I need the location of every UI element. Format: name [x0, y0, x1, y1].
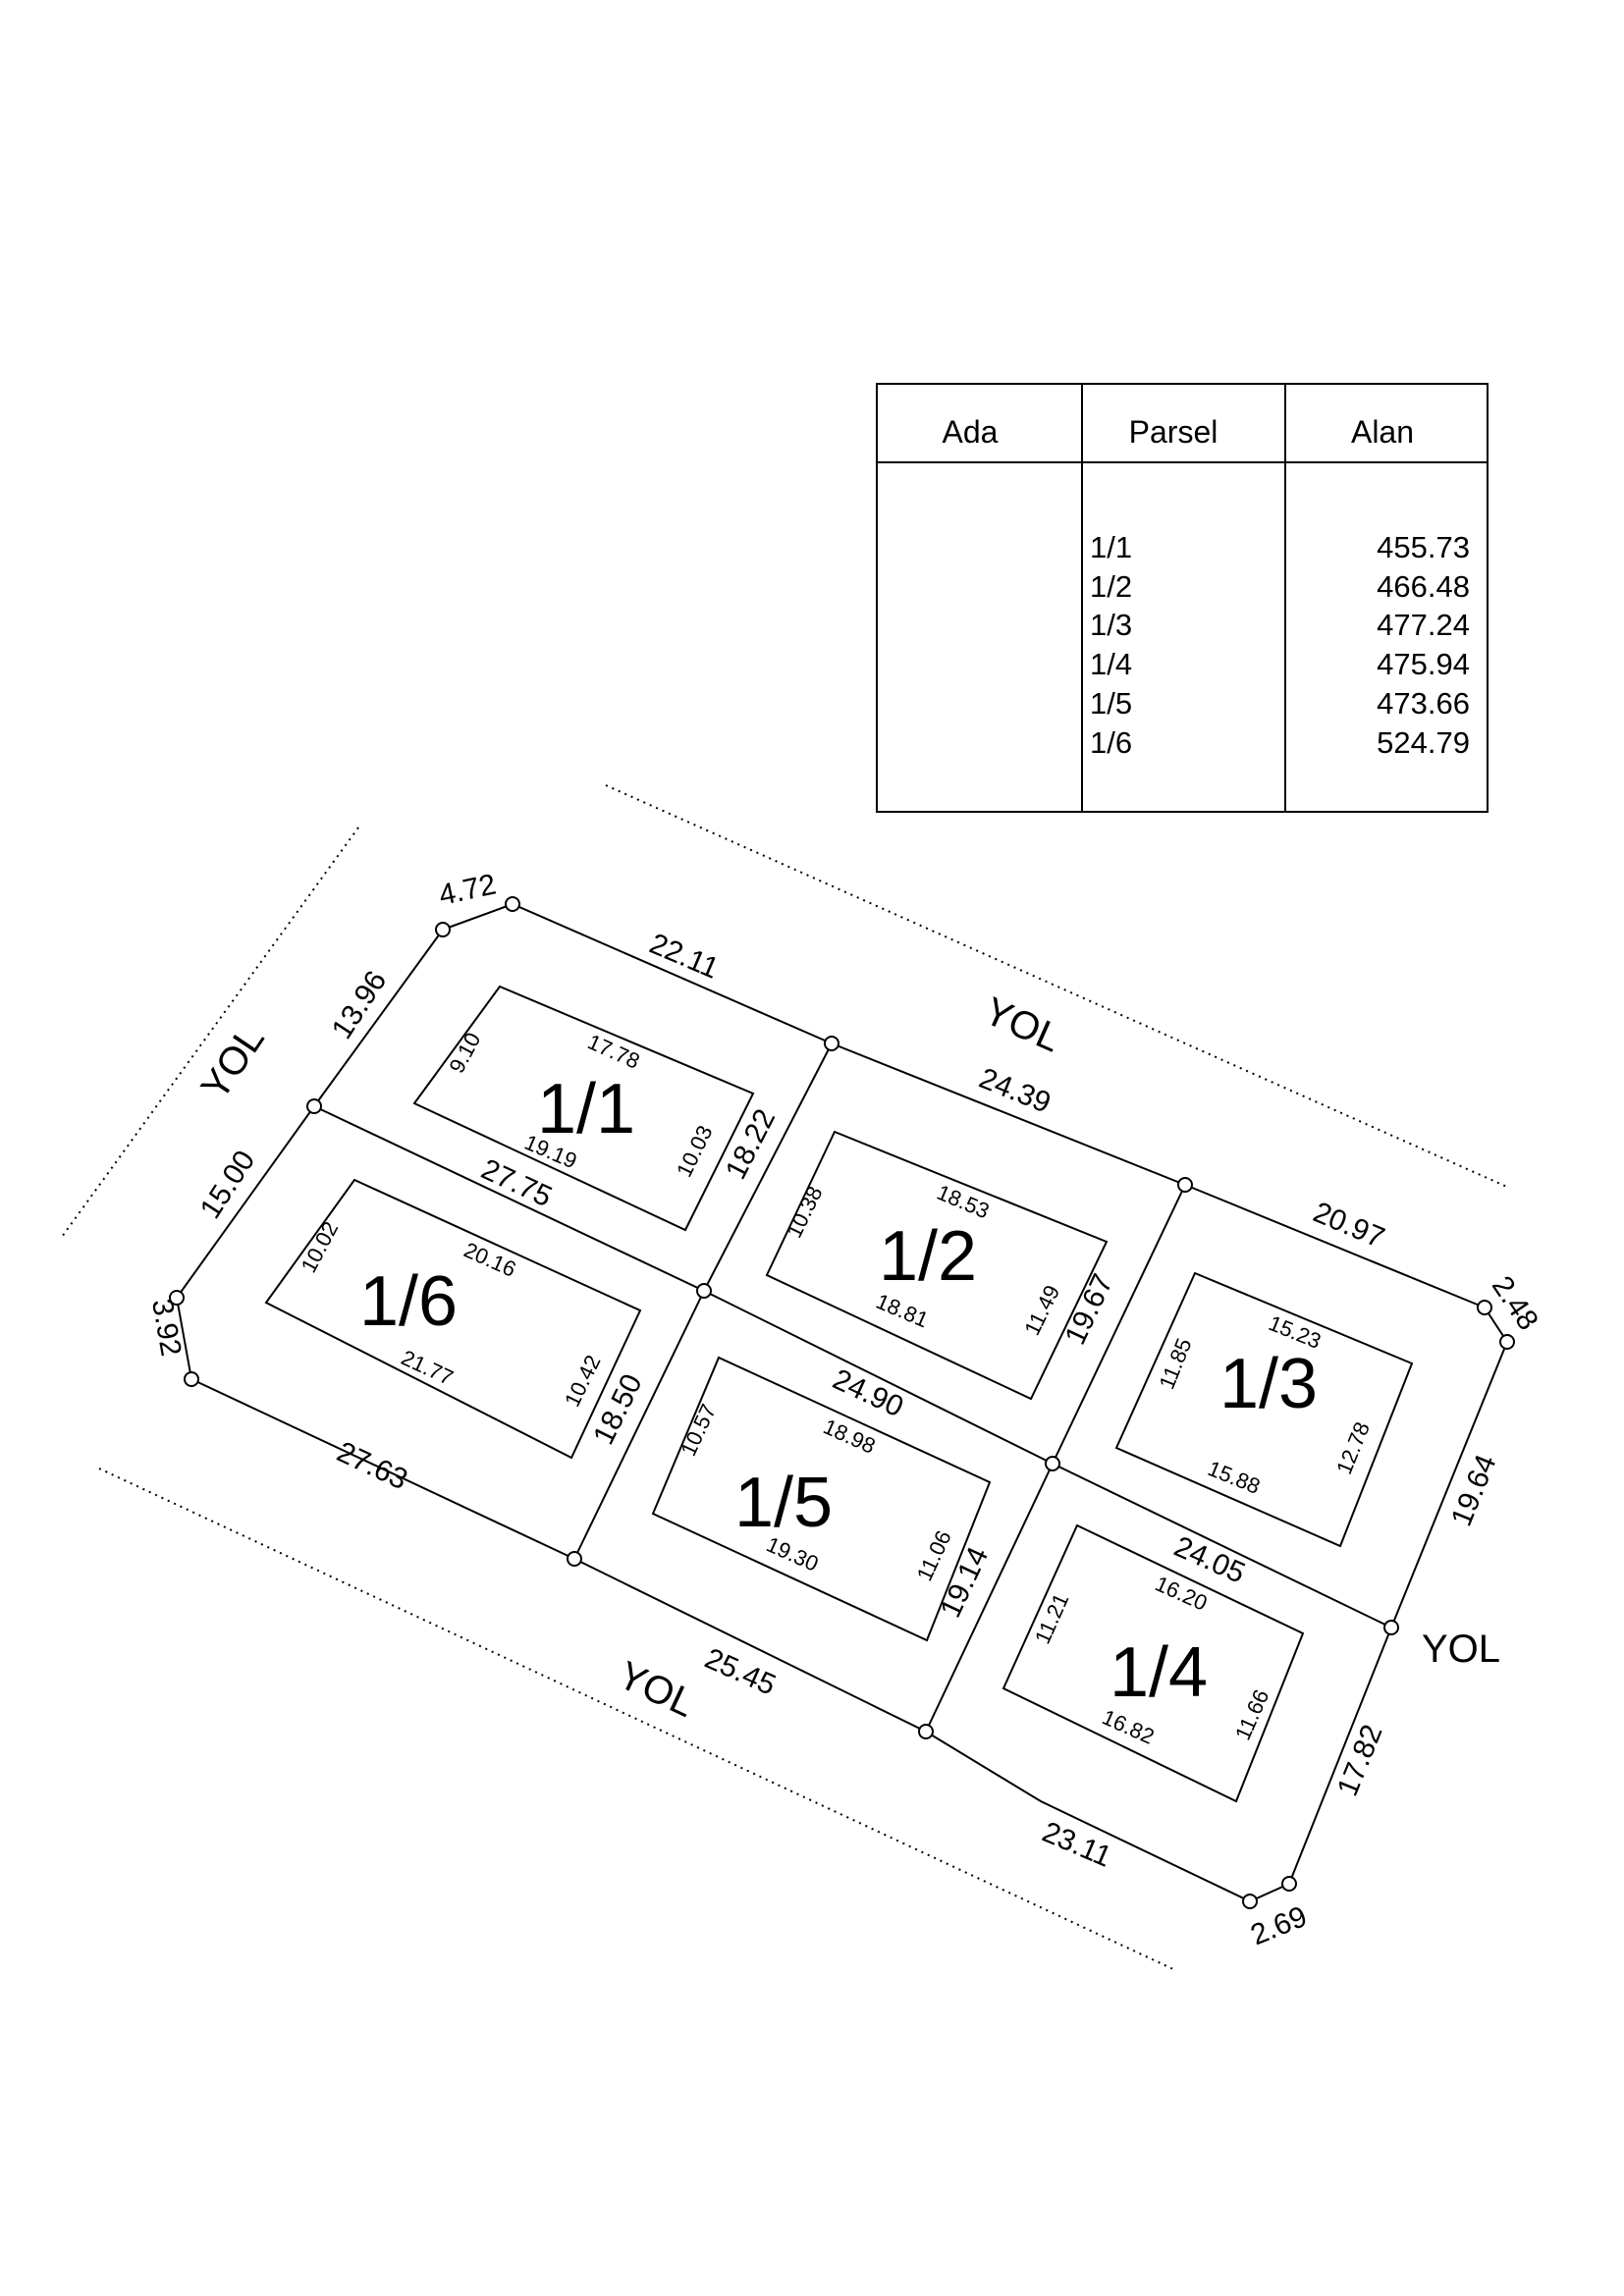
table-row: 1/3 477.24	[1090, 608, 1470, 642]
building-footprint-1-4	[1001, 1523, 1305, 1803]
table-row: 1/2 466.48	[1090, 569, 1470, 604]
vertex-marker	[1045, 1456, 1060, 1471]
parcel-label-1-4: 1/4	[1110, 1633, 1208, 1712]
building-dim-label: 10.38	[782, 1182, 828, 1241]
building-footprint-1-2	[765, 1130, 1109, 1401]
building-dim-label: 11.49	[1019, 1281, 1064, 1339]
cell-alan: 524.79	[1377, 725, 1470, 760]
parcel-label-1-3: 1/3	[1219, 1345, 1318, 1423]
dim-label: 4.72	[436, 868, 499, 911]
parcel-label-1-6: 1/6	[359, 1262, 458, 1341]
building-dim-label: 11.21	[1030, 1589, 1074, 1647]
cell-parsel: 1/5	[1090, 686, 1132, 721]
building-dim-label: 16.20	[1152, 1572, 1211, 1616]
vertex-marker	[1177, 1177, 1193, 1193]
area-table: Ada Parsel Alan 1/1 455.73 1/2 466.48 1/…	[876, 383, 1489, 813]
cell-alan: 473.66	[1377, 686, 1470, 721]
vertex-marker	[169, 1290, 185, 1306]
dim-label: 2.69	[1246, 1900, 1312, 1951]
table-row: 1/5 473.66	[1090, 686, 1470, 721]
dim-label: 27.63	[332, 1436, 412, 1497]
building-dim-label: 12.78	[1331, 1418, 1375, 1477]
road-label-south: YOL	[612, 1653, 701, 1726]
table-row: 1/1 455.73	[1090, 530, 1470, 564]
building-dim-label: 20.16	[460, 1238, 519, 1282]
vertex-marker	[1242, 1894, 1258, 1909]
cell-alan: 477.24	[1377, 608, 1470, 642]
parcel-division-line	[703, 1042, 833, 1292]
building-dim-label: 10.03	[672, 1121, 718, 1180]
vertex-marker	[184, 1371, 199, 1387]
vertex-marker	[1383, 1620, 1399, 1635]
building-dim-label: 18.98	[820, 1415, 879, 1459]
dim-label: 2.48	[1486, 1270, 1544, 1336]
table-header-alan: Alan	[1351, 414, 1414, 450]
dim-label: 17.82	[1331, 1720, 1389, 1800]
parcel-division-line	[313, 1105, 1392, 1629]
parcel-label-1-1: 1/1	[537, 1070, 635, 1148]
vertex-marker	[824, 1036, 839, 1051]
building-dim-label: 9.10	[444, 1029, 485, 1078]
table-border	[876, 383, 1489, 813]
road-label-east: YOL	[1422, 1628, 1500, 1671]
road-edge-west	[61, 827, 359, 1238]
building-dim-label: 10.02	[296, 1217, 343, 1276]
vertex-marker	[1281, 1876, 1297, 1892]
dim-label: 23.11	[1038, 1816, 1116, 1874]
vertex-markers	[169, 896, 1515, 1909]
dim-label: 19.67	[1059, 1269, 1120, 1350]
cell-parsel: 1/3	[1090, 608, 1132, 642]
vertex-marker	[918, 1724, 934, 1739]
cell-parsel: 1/6	[1090, 725, 1132, 760]
road-label-west: YOL	[193, 1018, 273, 1107]
vertex-marker	[1499, 1334, 1515, 1350]
dim-label: 24.39	[975, 1062, 1056, 1120]
vertex-marker	[1477, 1300, 1492, 1315]
building-footprint-1-5	[651, 1356, 992, 1642]
building-dim-label: 21.77	[398, 1345, 457, 1390]
dim-label: 13.96	[326, 965, 394, 1044]
parcel-label-1-2: 1/2	[879, 1217, 977, 1296]
parcel-label-1-5: 1/5	[734, 1464, 833, 1542]
parcel-division-line	[573, 1290, 705, 1560]
building-dim-label: 11.66	[1230, 1685, 1274, 1743]
cell-parsel: 1/4	[1090, 647, 1132, 681]
building-footprint-1-1	[412, 985, 755, 1232]
cell-alan: 475.94	[1377, 647, 1470, 681]
building-dim-label: 15.88	[1205, 1456, 1264, 1499]
table-row: 1/6 524.79	[1090, 725, 1470, 760]
cell-alan: 455.73	[1377, 530, 1470, 564]
table-row: 1/4 475.94	[1090, 647, 1470, 681]
dim-label: 22.11	[645, 928, 724, 986]
building-dim-label: 17.78	[584, 1030, 643, 1074]
vertex-marker	[435, 922, 451, 937]
road-label-north: YOL	[978, 989, 1067, 1061]
vertex-marker	[696, 1283, 712, 1299]
block-outer-boundary	[175, 902, 1509, 1903]
dim-label: 19.64	[1445, 1450, 1503, 1530]
table-header-ada: Ada	[943, 414, 999, 450]
cell-alan: 466.48	[1377, 569, 1470, 604]
dim-label: 18.50	[587, 1369, 649, 1450]
dim-label: 3.92	[145, 1297, 188, 1359]
building-dim-label: 10.57	[676, 1401, 721, 1460]
cell-parsel: 1/1	[1090, 530, 1132, 564]
building-footprint-1-3	[1114, 1271, 1414, 1548]
vertex-marker	[567, 1551, 582, 1567]
cell-parsel: 1/2	[1090, 569, 1132, 604]
parcel-division-line	[1052, 1184, 1186, 1465]
table-header-parsel: Parsel	[1129, 414, 1218, 450]
vertex-marker	[306, 1098, 322, 1114]
building-footprint-1-6	[264, 1178, 642, 1460]
dim-label: 25.45	[700, 1642, 781, 1702]
parcel-division-line	[925, 1463, 1054, 1733]
dim-label: 20.97	[1309, 1196, 1389, 1255]
dim-label: 15.00	[194, 1145, 262, 1224]
vertex-marker	[505, 896, 520, 912]
building-dim-label: 11.85	[1154, 1335, 1196, 1393]
